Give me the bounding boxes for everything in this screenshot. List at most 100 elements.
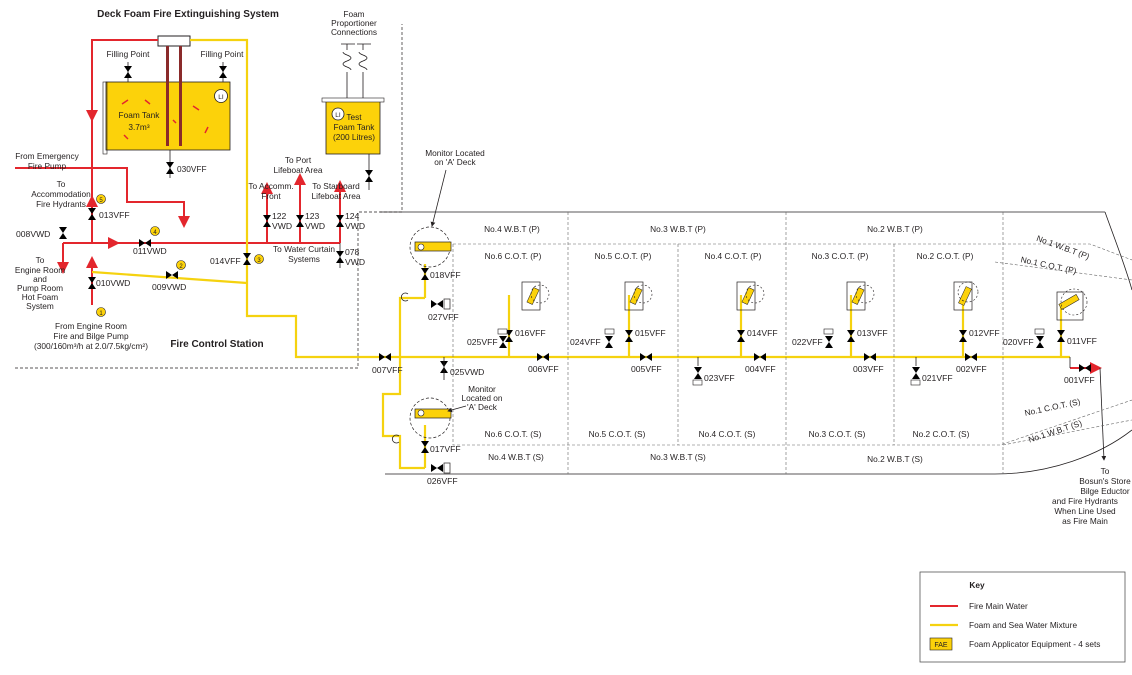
hull-stbd-line [385,429,1132,475]
tank-label-cot1s: No.1 C.O.T. (S) [1024,396,1082,418]
svg-text:as Fire Main: as Fire Main [1062,516,1108,526]
svg-text:007VFF: 007VFF [372,365,403,375]
valve-007vff[interactable] [379,353,391,361]
svg-text:122: 122 [272,211,287,221]
svg-text:006VFF: 006VFF [528,364,559,374]
svg-text:025VWD: 025VWD [450,367,484,377]
valve-001vff[interactable] [1079,364,1091,372]
foam-suction-pipe [166,46,169,146]
tank-label-cot2s: No.2 C.O.T. (S) [913,429,970,439]
svg-text:Bosun's Store: Bosun's Store [1079,476,1131,486]
diagram-title: Deck Foam Fire Extinguishing System [97,9,279,20]
tank-label-wbt4s: No.4 W.B.T (S) [488,452,544,462]
svg-text:When Line Used: When Line Used [1054,506,1116,516]
valve-010vwd[interactable] [88,277,96,289]
tank-label-wbt4p: No.4 W.B.T (P) [484,224,540,234]
svg-text:004VFF: 004VFF [745,364,776,374]
svg-text:VWD: VWD [345,257,365,267]
filling-point-label-left: Filling Point [107,49,151,59]
valve-123vwd[interactable] [296,215,304,227]
filling-point-valve-left[interactable] [124,66,132,78]
to-accommodation-hydrants-label: To [57,179,66,189]
svg-text:078: 078 [345,247,360,257]
foam-tank-header [157,35,191,47]
svg-text:Foam Tank: Foam Tank [334,122,376,132]
svg-text:017VFF: 017VFF [430,444,461,454]
svg-text:1: 1 [99,311,103,317]
svg-text:Systems: Systems [288,254,320,264]
valve-124vwd[interactable] [336,215,344,227]
level-indicator-icon [214,89,228,103]
tank-label-cot4p: No.4 C.O.T. (P) [705,251,762,261]
svg-text:013VFF: 013VFF [99,210,130,220]
svg-text:Engine Room: Engine Room [15,265,65,275]
valve-030vff[interactable] [166,162,174,174]
svg-text:014VFF: 014VFF [210,256,241,266]
valve-004vff[interactable] [754,353,766,361]
valve-013vff[interactable] [88,208,96,220]
svg-text:003VFF: 003VFF [853,364,884,374]
valve-027vff[interactable] [431,300,443,308]
tank-label-wbt1p: No.1 W.B.T (P) [1035,233,1091,262]
svg-text:013VFF: 013VFF [857,328,888,338]
test-tank-drain-valve[interactable] [365,170,373,182]
filling-point-valve-right[interactable] [219,66,227,78]
hydrant-station-cot3 [823,281,876,361]
svg-text:023VFF: 023VFF [704,373,735,383]
svg-text:VWD: VWD [272,221,292,231]
svg-text:010VWD: 010VWD [96,278,130,288]
svg-text:Test: Test [346,112,362,122]
tank-label-wbt1s: No.1 W.B.T (S) [1027,418,1083,445]
legend-title: Key [969,580,985,590]
valve-026vff[interactable] [431,464,443,472]
valve-122vwd[interactable] [263,215,271,227]
valve-014vff[interactable] [243,253,251,265]
valve-005vff[interactable] [640,353,652,361]
svg-text:022VFF: 022VFF [792,337,823,347]
valve-008vwd[interactable] [59,227,67,239]
svg-text:011VWD: 011VWD [133,246,167,256]
svg-text:Located on: Located on [461,393,502,403]
to-port-lifeboat-label: To Port [285,155,312,165]
tank-label-wbt2s: No.2 W.B.T (S) [867,454,923,464]
svg-text:124: 124 [345,211,360,221]
svg-text:3: 3 [257,258,261,264]
svg-text:and: and [33,274,47,284]
svg-text:002VFF: 002VFF [956,364,987,374]
svg-text:(300/160m³/h at 2.0/7.5kg/cm²): (300/160m³/h at 2.0/7.5kg/cm²) [34,341,148,351]
from-engine-room-pump-label: From Engine Room [55,321,127,331]
valve-006vff[interactable] [537,353,549,361]
legend-fae: Foam Applicator Equipment - 4 sets [969,639,1100,649]
foam-proportioner-label: Foam [343,9,364,19]
foam-proportioner-hoses [341,43,371,100]
valve-018vff[interactable] [421,268,429,280]
svg-text:4: 4 [153,230,157,236]
valve-017vff[interactable] [421,441,429,453]
svg-text:(200 Litres): (200 Litres) [333,132,375,142]
tank-label-wbt2p: No.2 W.B.T (P) [867,224,923,234]
foam-tank-label: Foam Tank [119,110,161,120]
svg-text:Fire Pump: Fire Pump [28,161,67,171]
svg-text:012VFF: 012VFF [969,328,1000,338]
tank-label-cot6s: No.6 C.O.T. (S) [485,429,542,439]
svg-text:LI: LI [218,94,224,101]
tank-label-cot5s: No.5 C.O.T. (S) [589,429,646,439]
svg-text:Hot Foam: Hot Foam [22,292,59,302]
tank-label-cot5p: No.5 C.O.T. (P) [595,251,652,261]
svg-text:016VFF: 016VFF [515,328,546,338]
valve-003vff[interactable] [864,353,876,361]
to-starboard-lifeboat-label: To Starboard [312,181,360,191]
svg-text:011VFF: 011VFF [1067,336,1097,346]
svg-text:LI: LI [335,112,341,119]
tank-label-cot6p: No.6 C.O.T. (P) [485,251,542,261]
svg-text:015VFF: 015VFF [635,328,666,338]
svg-text:024VFF: 024VFF [570,337,601,347]
svg-text:on 'A' Deck: on 'A' Deck [434,157,476,167]
valve-002vff[interactable] [965,353,977,361]
valve-078vwd[interactable] [336,251,344,263]
svg-text:027VFF: 027VFF [428,312,459,322]
legend: Key Fire Main Water Foam and Sea Water M… [919,571,1126,663]
hydrant-station-cot1 [1034,288,1091,372]
